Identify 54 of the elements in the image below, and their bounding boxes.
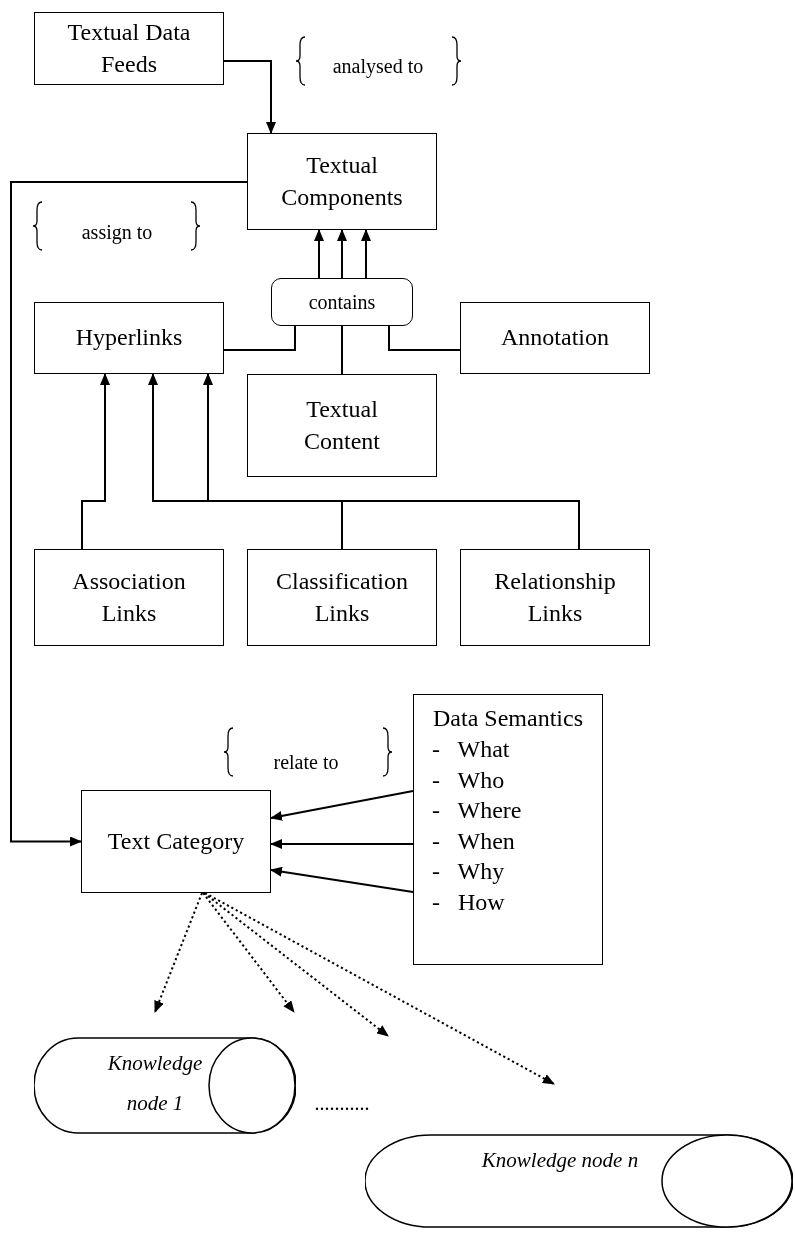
rounded-box bbox=[271, 278, 413, 326]
arrow bbox=[10, 181, 248, 847]
arrow bbox=[337, 229, 347, 279]
relation-label: analysed to bbox=[332, 54, 424, 78]
process-box bbox=[81, 790, 271, 893]
arrow bbox=[203, 373, 580, 550]
node-label: Textual Content bbox=[303, 395, 381, 456]
node-label: Hyperlinks bbox=[75, 323, 183, 353]
process-box bbox=[247, 133, 437, 230]
arrow bbox=[223, 60, 276, 134]
ellipsis-label: ........... bbox=[314, 1091, 370, 1115]
process-box bbox=[460, 302, 650, 374]
node-label: Association Links bbox=[71, 567, 187, 628]
node-label: Text Category bbox=[107, 826, 245, 856]
node-label: Annotation bbox=[501, 323, 609, 353]
list-item: - Where bbox=[432, 796, 523, 826]
connector-line bbox=[341, 325, 343, 375]
connector-line bbox=[223, 325, 296, 351]
list-item: - What bbox=[432, 735, 511, 765]
list-box bbox=[413, 694, 603, 965]
dotted-arrow bbox=[202, 892, 295, 1013]
process-box bbox=[460, 549, 650, 646]
connector-line bbox=[388, 325, 461, 351]
dotted-arrow bbox=[204, 892, 555, 1085]
arrow bbox=[314, 229, 324, 279]
node-label: Relationship Links bbox=[493, 567, 617, 628]
dotted-arrow bbox=[203, 892, 389, 1037]
process-box bbox=[34, 549, 224, 646]
node-label: Data Semantics bbox=[433, 704, 583, 733]
arrow bbox=[270, 790, 414, 821]
node-label: Knowledge node n bbox=[480, 1147, 640, 1174]
process-box bbox=[247, 374, 437, 477]
node-label: Textual Components bbox=[280, 151, 404, 212]
arrow bbox=[148, 373, 343, 550]
list-item: - How bbox=[432, 887, 506, 917]
dotted-arrow bbox=[154, 892, 203, 1013]
arrow bbox=[361, 229, 371, 279]
node-label: Textual Data Feeds bbox=[66, 18, 192, 79]
list-item: - Who bbox=[432, 765, 506, 795]
node-label: Knowledge node 1 bbox=[106, 1050, 204, 1117]
cylinder-node bbox=[34, 1037, 296, 1134]
node-label: Classification Links bbox=[275, 567, 409, 628]
relation-label: assign to bbox=[81, 220, 153, 244]
node-label: contains bbox=[308, 290, 376, 315]
cylinder-node bbox=[365, 1134, 793, 1228]
arrow bbox=[270, 839, 414, 849]
process-box bbox=[247, 549, 437, 646]
process-box bbox=[34, 302, 224, 374]
process-box bbox=[34, 12, 224, 85]
arrow bbox=[81, 373, 110, 550]
list-item: - When bbox=[432, 826, 516, 856]
arrow bbox=[270, 866, 414, 893]
relation-label: relate to bbox=[273, 750, 339, 774]
list-item: - Why bbox=[432, 857, 506, 887]
